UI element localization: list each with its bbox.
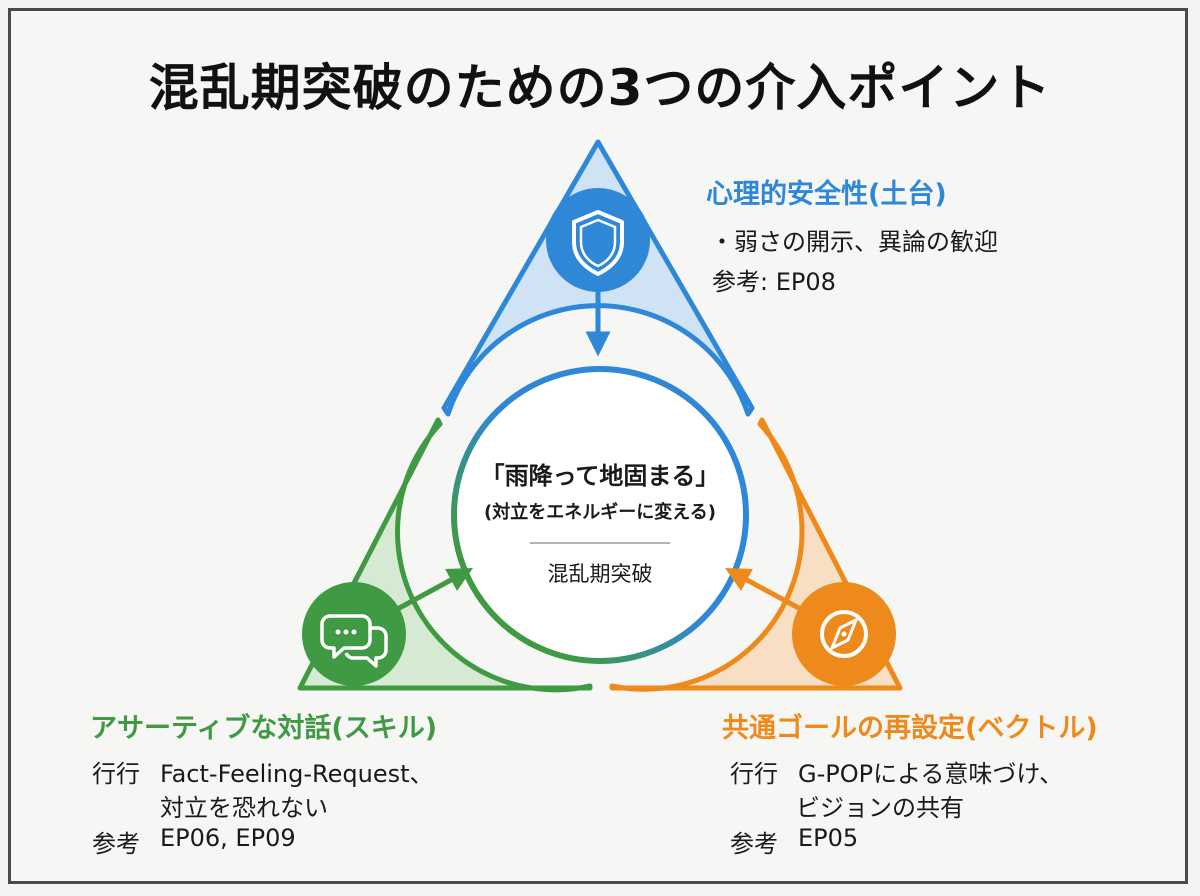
right-ref-prefix: 参考 [730,830,778,858]
chat-bubbles-icon [302,582,406,686]
center-main-text: 「雨降って地固まる」 [480,462,720,490]
center-label: 混乱期突破 [547,562,653,586]
right-ref: EP05 [798,824,859,852]
left-ref-prefix: 参考 [92,830,140,858]
left-arrow [390,568,473,615]
left-line1-prefix: 行行 [92,760,140,788]
page-title: 混乱期突破のための3つの介入ポイント [148,59,1052,117]
left-heading: アサーティブな対話(スキル) [90,713,438,744]
right-heading: 共通ゴールの再設定(ベクトル) [722,713,1098,744]
top-heading: 心理的安全性(土台) [706,179,947,210]
right-arrow [725,568,808,615]
left-ref: EP06, EP09 [160,824,296,852]
right-line1-prefix: 行行 [730,760,778,788]
left-line1: Fact-Feeling-Request、 [160,760,434,788]
left-line2: 対立を恐れない [160,794,328,822]
compass-icon [792,582,896,686]
top-line1: ・弱さの開示、異論の歓迎 [710,228,998,256]
center-sub-text: (対立をエネルギーに変える) [484,502,716,523]
right-line2: ビジョンの共有 [796,794,964,822]
shield-icon [546,188,650,292]
top-ref: 参考: EP08 [712,268,836,296]
center-ring [451,366,749,664]
right-line1: G-POPによる意味づけ、 [798,760,1064,788]
